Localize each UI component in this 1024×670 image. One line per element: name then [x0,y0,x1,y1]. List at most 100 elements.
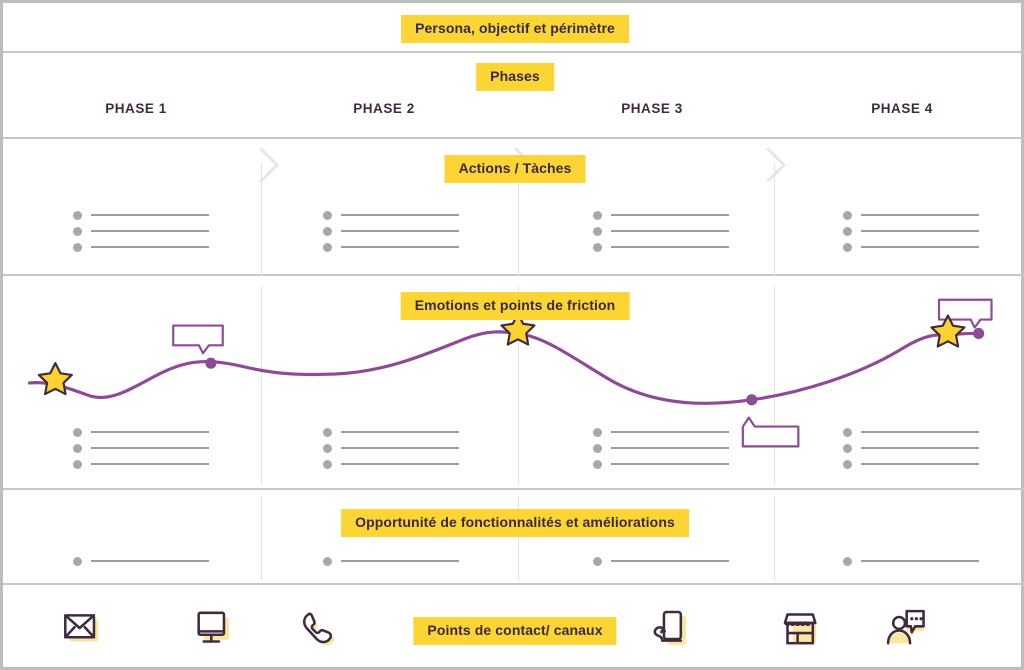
bullet-dot [593,210,602,220]
list-item[interactable] [323,424,459,440]
placeholder-line [861,431,979,433]
bullet-dot [73,459,82,469]
emotions-notes-column-3 [593,424,729,472]
phase-label: PHASE 2 [353,100,415,116]
list-item[interactable] [843,440,979,456]
placeholder-line [861,560,979,562]
section-actions-chip[interactable]: Actions / Tàches [444,155,586,184]
list-item[interactable] [323,223,459,239]
emotion-star-marker[interactable] [930,314,966,348]
placeholder-line [341,447,459,449]
bullet-dot [843,556,852,566]
list-item[interactable] [323,553,459,569]
list-item[interactable] [843,553,979,569]
phase-item-4[interactable]: PHASE 4 [789,53,1015,137]
telephone-handset-icon[interactable] [288,601,342,655]
list-item[interactable] [73,207,209,223]
placeholder-line [861,230,979,232]
placeholder-line [861,463,979,465]
list-item[interactable] [73,553,209,569]
emotion-callout-note[interactable] [937,298,993,329]
list-item[interactable] [73,456,209,472]
touchpoint-icon-row [3,585,1024,670]
phase-label: PHASE 4 [871,100,933,116]
emotion-callout-note[interactable] [741,416,800,448]
list-item[interactable] [593,223,729,239]
emotion-star-marker[interactable] [500,312,536,346]
list-item[interactable] [843,424,979,440]
bullet-dot [593,226,602,236]
storefront-icon[interactable] [774,601,828,655]
placeholder-line [341,560,459,562]
opportunites-column-2 [323,553,459,569]
section-phases-chip[interactable]: Phases [476,63,554,92]
column-divider [774,496,775,580]
envelope-icon[interactable] [56,601,110,655]
list-item[interactable] [593,440,729,456]
placeholder-line [611,447,729,449]
emotion-marker-dot[interactable] [746,394,758,406]
placeholder-line [341,214,459,216]
list-item[interactable] [593,424,729,440]
list-item[interactable] [323,440,459,456]
phase-row: PHASE 1 PHASE 2 PHASE 3 PHASE 4 [3,53,1024,183]
emotion-marker-dot[interactable] [973,327,985,340]
placeholder-line [861,214,979,216]
section-touchpoints-chip[interactable]: Points de contact/ canaux [413,617,617,646]
bullet-dot [843,226,852,236]
emotions-notes-column-1 [73,424,209,472]
list-item[interactable] [593,456,729,472]
list-item[interactable] [843,223,979,239]
bullet-dot [323,210,332,220]
list-item[interactable] [73,424,209,440]
emotion-star-marker[interactable] [37,362,73,396]
bullet-dot [73,242,82,252]
section-persona: Persona, objectif et périmètre [3,3,1024,53]
list-item[interactable] [73,223,209,239]
placeholder-line [861,246,979,248]
emotion-curve-chart [27,298,993,448]
list-item[interactable] [323,239,459,255]
bullet-dot [323,427,332,437]
bullet-dot [323,556,332,566]
bullet-dot [73,556,82,566]
phase-item-2[interactable]: PHASE 2 [271,53,497,137]
list-item[interactable] [593,239,729,255]
placeholder-line [341,431,459,433]
emotion-marker-dot[interactable] [205,357,217,369]
list-item[interactable] [73,440,209,456]
placeholder-line [611,560,729,562]
section-opportunites-chip[interactable]: Opportunité de fonctionnalités et amélio… [341,509,689,538]
bullet-dot [73,427,82,437]
phase-item-3[interactable]: PHASE 3 [539,53,765,137]
person-chat-icon[interactable] [878,601,932,655]
hand-holding-phone-icon[interactable] [642,601,696,655]
column-divider [518,496,519,580]
emotion-callout-note[interactable] [172,324,224,355]
list-item[interactable] [843,456,979,472]
bullet-dot [593,242,602,252]
list-item[interactable] [73,239,209,255]
bullet-dot [593,427,602,437]
list-item[interactable] [593,553,729,569]
list-item[interactable] [843,239,979,255]
section-emotions-chip[interactable]: Emotions et points de friction [400,292,630,321]
phase-item-1[interactable]: PHASE 1 [23,53,249,137]
list-item[interactable] [843,207,979,223]
section-phases: Phases PHASE 1 PHASE 2 PHASE 3 PHASE 4 [3,53,1024,183]
placeholder-line [611,463,729,465]
actions-column-4 [843,207,979,255]
desktop-monitor-icon[interactable] [186,601,240,655]
bullet-dot [843,443,852,453]
list-item[interactable] [593,207,729,223]
section-persona-chip[interactable]: Persona, objectif et périmètre [401,15,629,44]
placeholder-line [341,230,459,232]
list-item[interactable] [323,456,459,472]
list-item[interactable] [323,207,459,223]
bullet-dot [323,226,332,236]
section-actions: Actions / Tàches [3,139,1024,276]
bullet-dot [323,443,332,453]
phase-label: PHASE 1 [105,100,167,116]
opportunites-column-1 [73,553,209,569]
